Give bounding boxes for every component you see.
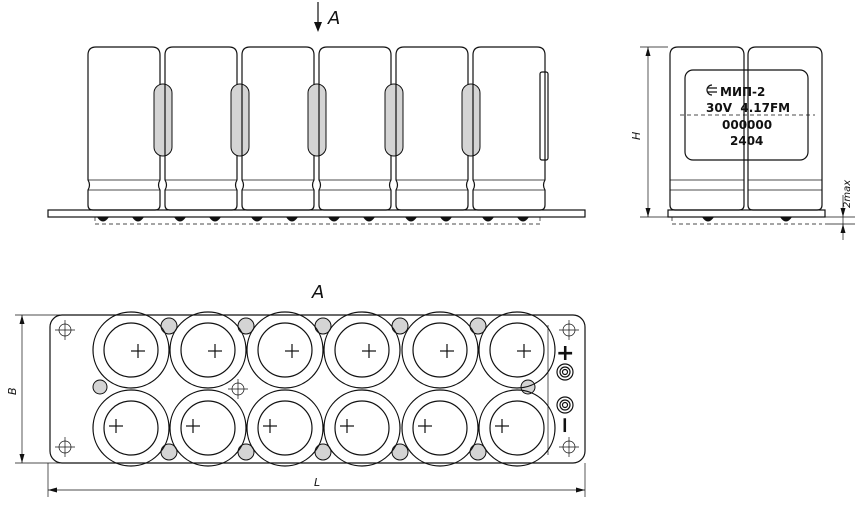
- circuit-board-side: [667, 209, 826, 218]
- lead-envelope: [671, 217, 822, 225]
- view-arrow-head: [314, 22, 322, 32]
- output-terminal: [561, 368, 569, 376]
- capacitor-lead: [97, 217, 109, 222]
- capacitor-top-inner: [412, 400, 468, 456]
- capacitor-top-inner: [103, 400, 159, 456]
- capacitor-top-outer: [169, 311, 247, 389]
- capacitor-front: [395, 46, 469, 211]
- capacitor-front: [318, 46, 392, 211]
- capacitor-front: [164, 46, 238, 211]
- capacitor-lead: [174, 217, 186, 222]
- capacitor-lead: [286, 217, 298, 222]
- dimension-arrowhead: [840, 208, 846, 217]
- capacitor-top-inner: [257, 400, 313, 456]
- capacitor-top-outer: [92, 311, 170, 389]
- capacitor-top-inner: [334, 400, 390, 456]
- output-terminal: [556, 363, 574, 381]
- insulating-sleeve: [461, 83, 481, 157]
- capacitor-top-inner: [489, 322, 545, 378]
- capacitor-top-outer: [246, 389, 324, 467]
- capacitor-top-outer: [401, 389, 479, 467]
- capacitor-top-outer: [323, 389, 401, 467]
- insulating-sleeve: [384, 83, 404, 157]
- sleeve-end: [391, 443, 409, 461]
- circuit-board-top: [49, 314, 586, 464]
- dimension-arrowhead: [19, 315, 25, 324]
- insulating-sleeve: [307, 83, 327, 157]
- capacitor-front: [241, 46, 315, 211]
- lead-envelope: [94, 217, 541, 225]
- nameplate-line2: 30V 4.17FM: [706, 101, 790, 115]
- capacitor-top-inner: [180, 322, 236, 378]
- capacitor-top-outer: [92, 389, 170, 467]
- capacitor-lead: [251, 217, 263, 222]
- view-arrow-label: A: [327, 8, 340, 29]
- capacitor-lead: [702, 217, 714, 222]
- dimension-width-label: B: [6, 387, 19, 395]
- nameplate-line4: 2404: [730, 134, 763, 148]
- capacitor-top-outer: [246, 311, 324, 389]
- circuit-board-front: [47, 209, 586, 218]
- nameplate-line1: МИП-2: [720, 85, 765, 99]
- capacitor-top-inner: [334, 322, 390, 378]
- capacitor-front: [87, 46, 161, 211]
- manufacturer-logo: [706, 84, 717, 96]
- capacitor-lead: [482, 217, 494, 222]
- dimension-arrowhead: [840, 224, 846, 233]
- output-terminal: [559, 399, 571, 411]
- capacitor-lead: [363, 217, 375, 222]
- capacitor-top-inner: [489, 400, 545, 456]
- capacitor-top-inner: [103, 322, 159, 378]
- capacitor-lead: [517, 217, 529, 222]
- capacitor-lead: [132, 217, 144, 222]
- dimension-arrowhead: [48, 487, 57, 493]
- dimension-length-label: L: [314, 476, 320, 489]
- negative-terminal-label: −: [552, 416, 577, 434]
- dimension-height-label: H: [630, 132, 643, 140]
- capacitor-top-outer: [401, 311, 479, 389]
- nameplate-line3: 000000: [722, 118, 772, 132]
- dimension-lead-label: 2max: [842, 180, 853, 208]
- dimension-arrowhead: [576, 487, 585, 493]
- capacitor-top-outer: [323, 311, 401, 389]
- dimension-arrowhead: [19, 454, 25, 463]
- capacitor-top-outer: [478, 311, 556, 389]
- capacitor-lead: [405, 217, 417, 222]
- sleeve-end: [391, 317, 409, 335]
- capacitor-lead: [440, 217, 452, 222]
- output-terminal: [561, 401, 569, 409]
- output-terminal: [559, 366, 571, 378]
- capacitor-top-outer: [169, 389, 247, 467]
- dimension-arrowhead: [645, 47, 651, 56]
- insulating-sleeve: [153, 83, 173, 157]
- capacitor-top-inner: [180, 400, 236, 456]
- capacitor-top-outer: [478, 389, 556, 467]
- sleeve-end: [92, 379, 108, 395]
- capacitor-lead: [780, 217, 792, 222]
- insulating-sleeve: [230, 83, 250, 157]
- capacitor-top-inner: [412, 322, 468, 378]
- side-tab: [539, 71, 549, 161]
- output-terminal: [556, 396, 574, 414]
- capacitor-top-inner: [257, 322, 313, 378]
- top-view-title: A: [311, 282, 324, 303]
- capacitor-front: [472, 46, 546, 211]
- positive-terminal-label: +: [556, 341, 574, 366]
- capacitor-lead: [328, 217, 340, 222]
- capacitor-lead: [209, 217, 221, 222]
- dimension-arrowhead: [645, 208, 651, 217]
